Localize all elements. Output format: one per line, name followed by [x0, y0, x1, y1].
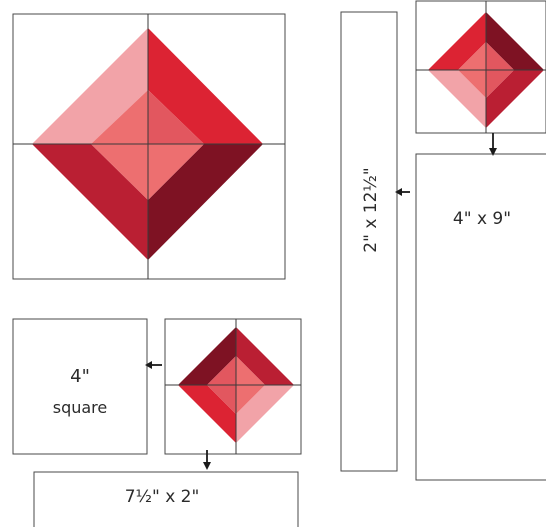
large-diamond-bright: [148, 28, 263, 144]
small-diamond-block-bottom: [164, 318, 302, 455]
arrow-to-square: [145, 361, 162, 369]
large-center-mid-2: [91, 144, 148, 200]
arrow-down-head-1: [489, 148, 497, 156]
long-strip-piece: 2" x 12½": [340, 11, 398, 472]
arrow-to-right-rectangle: [489, 133, 497, 156]
square-shape: [12, 318, 148, 455]
b-center-cm: [207, 356, 236, 385]
tr-diamond-bright: [428, 12, 486, 70]
tr-center-cl: [458, 42, 486, 70]
b-center-cl: [236, 356, 265, 385]
tr-center-cm: [486, 42, 514, 70]
bottom-rect-shape: [33, 471, 299, 527]
arrow-left-head-2: [145, 361, 152, 369]
tr-diamond-dark: [486, 12, 544, 70]
arrow-down-head-2: [203, 462, 211, 470]
small-diamond-block-top-right: [415, 0, 546, 134]
right-rectangle-piece: 4" x 9": [415, 153, 546, 481]
b-center-cm-2: [207, 385, 236, 414]
square-label-line2: square: [53, 398, 108, 417]
large-center-light-2: [148, 144, 204, 200]
large-diamond-dark: [148, 144, 263, 260]
arrow-left-head-1: [395, 188, 402, 196]
tr-diamond-mid: [486, 70, 544, 128]
large-center-light: [91, 90, 148, 144]
right-rect-shape: [415, 153, 546, 481]
tr-center-cl-2: [458, 70, 486, 98]
long-strip-rect: [340, 11, 398, 472]
arrow-to-long-strip: [395, 188, 410, 196]
b-center-cl-2: [236, 385, 265, 414]
square-label-line1: 4": [70, 366, 90, 387]
right-rect-label: 4" x 9": [453, 209, 511, 229]
tr-diamond-light: [428, 70, 486, 128]
tr-center-cm-2: [486, 70, 514, 98]
arrow-to-bottom-rectangle: [203, 450, 211, 470]
large-center-mid: [148, 90, 204, 144]
large-diamond-light: [32, 28, 148, 144]
large-diamond-mid: [32, 144, 148, 260]
square-piece: 4" square: [12, 318, 148, 455]
large-diamond-block: [12, 13, 286, 280]
long-strip-label: 2" x 12½": [361, 167, 381, 252]
bottom-rect-label: 7½" x 2": [125, 487, 200, 507]
bottom-rectangle-piece: 7½" x 2": [33, 471, 299, 527]
